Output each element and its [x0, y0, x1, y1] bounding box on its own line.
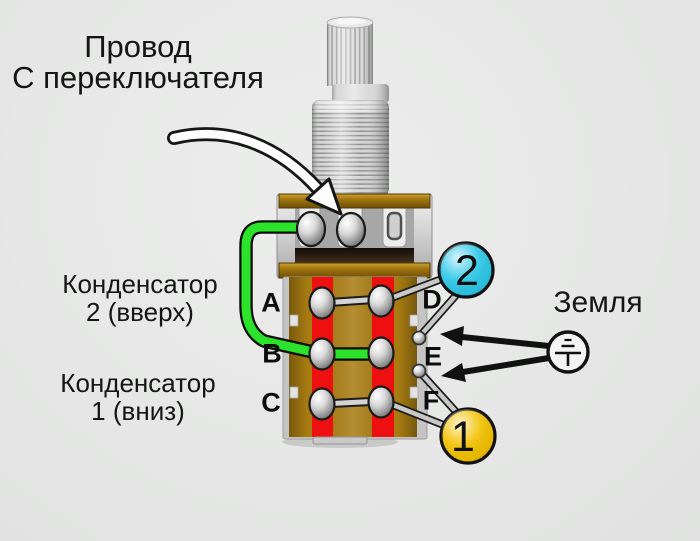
- switch-wire-arrow-icon: [167, 127, 343, 216]
- solder-blobs: [295, 210, 427, 421]
- knurled-shaft: [326, 16, 374, 86]
- capacitor1-badge-number: 1: [451, 413, 475, 461]
- capacitor-down-label: Конденсатор 1 (вниз): [60, 369, 215, 425]
- ground-arrow-upper-icon: [440, 326, 550, 349]
- terminal-label-c: C: [261, 387, 281, 418]
- terminal-label-e: E: [423, 341, 443, 372]
- capacitor2-badge-number: 2: [455, 247, 479, 295]
- capacitor-up-label-line2: 2 (вверх): [86, 297, 194, 327]
- green-wire: [239, 220, 388, 361]
- top-lug-right-eyelet: [386, 211, 403, 241]
- switch-wire-label-line2: С переключателя: [12, 60, 264, 95]
- terminal-label-f: F: [422, 385, 440, 416]
- casing-ground-point-upper: [411, 330, 427, 346]
- threaded-bushing: [312, 100, 389, 196]
- capacitor1-badge: 1: [439, 407, 497, 465]
- ground-label: Земля: [553, 286, 643, 319]
- capacitor-down-label-line1: Конденсатор: [60, 368, 216, 398]
- capacitor2-badge: 2: [437, 241, 495, 299]
- badge-wires: [382, 273, 462, 430]
- ground-arrow-lower-icon: [441, 355, 550, 382]
- shaft-collar: [332, 84, 389, 103]
- casing-ground-point-lower: [411, 363, 427, 379]
- ground-symbol-icon: [546, 330, 590, 374]
- terminal-label-b: B: [262, 338, 282, 369]
- capacitor-down-label-line2: 1 (вниз): [91, 396, 185, 426]
- terminal-label-a: A: [261, 287, 281, 318]
- potentiometer-illustration: [239, 16, 462, 448]
- capacitor-up-label-line1: Конденсатор: [62, 269, 218, 299]
- switch-wire-label-line1: Провод: [84, 29, 192, 64]
- switch-wire-label: Провод С переключателя: [12, 31, 264, 93]
- capacitor-up-label: Конденсатор 2 (вверх): [62, 270, 217, 326]
- terminal-label-d: D: [422, 284, 442, 315]
